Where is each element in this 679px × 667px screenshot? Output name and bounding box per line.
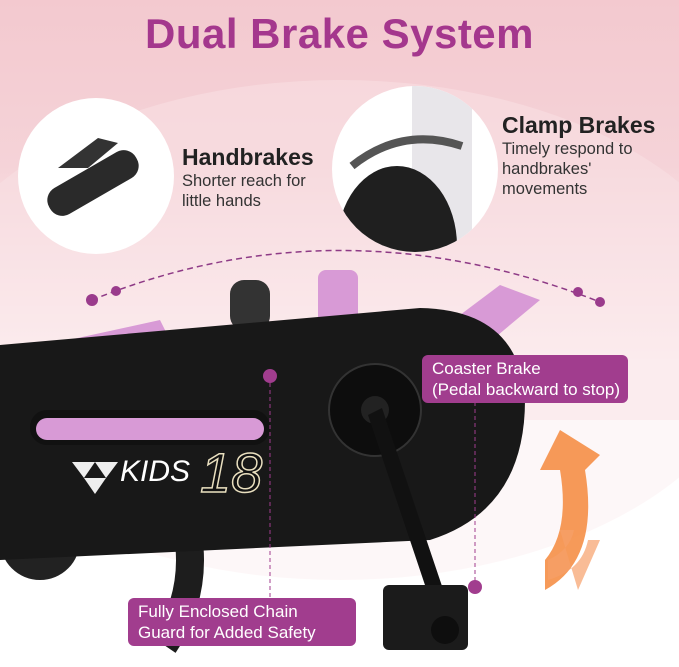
- crank-arm: [368, 408, 445, 600]
- pedal: [383, 585, 468, 650]
- arc-dot: [86, 294, 98, 306]
- dashed-arc: [91, 249, 601, 303]
- arc-dot: [595, 297, 605, 307]
- clamp-brake-icon: [337, 86, 472, 252]
- chain-label-line: Fully Enclosed Chain: [138, 602, 298, 621]
- coaster-label-line: Coaster Brake: [432, 359, 541, 378]
- page-title: Dual Brake System: [144, 10, 535, 57]
- clamp-brake-photo: [332, 86, 498, 252]
- handbrake-grip-icon: [47, 138, 139, 216]
- clamp-desc: handbrakes': [502, 160, 592, 178]
- decal-brand: KIDS: [120, 455, 191, 488]
- clamp-desc: Timely respond to: [502, 140, 633, 158]
- clamp-desc: movements: [502, 180, 588, 198]
- chain-guard-label: Fully Enclosed Chain Guard for Added Saf…: [128, 598, 356, 646]
- clamp-heading: Clamp Brakes: [502, 112, 656, 138]
- handbrakes-heading: Handbrakes: [182, 144, 314, 170]
- chain-label-line: Guard for Added Safety: [138, 623, 316, 642]
- handbrakes-desc: Shorter reach for: [182, 172, 306, 190]
- callout-dot: [468, 580, 482, 594]
- coaster-brake-label: Coaster Brake (Pedal backward to stop): [422, 355, 629, 403]
- clamp-text: Clamp Brakes Timely respond to handbrake…: [502, 112, 655, 199]
- handbrake-photo: [18, 98, 174, 254]
- handbrakes-text: Handbrakes Shorter reach for little hand…: [182, 144, 314, 211]
- decal-size: 18: [199, 440, 263, 505]
- callout-dot: [263, 369, 277, 383]
- rotation-arrow-icon: [540, 430, 600, 590]
- arc-dot: [573, 287, 583, 297]
- arc-dot: [111, 286, 121, 296]
- handbrakes-desc: little hands: [182, 192, 261, 210]
- coaster-label-line: (Pedal backward to stop): [432, 380, 621, 399]
